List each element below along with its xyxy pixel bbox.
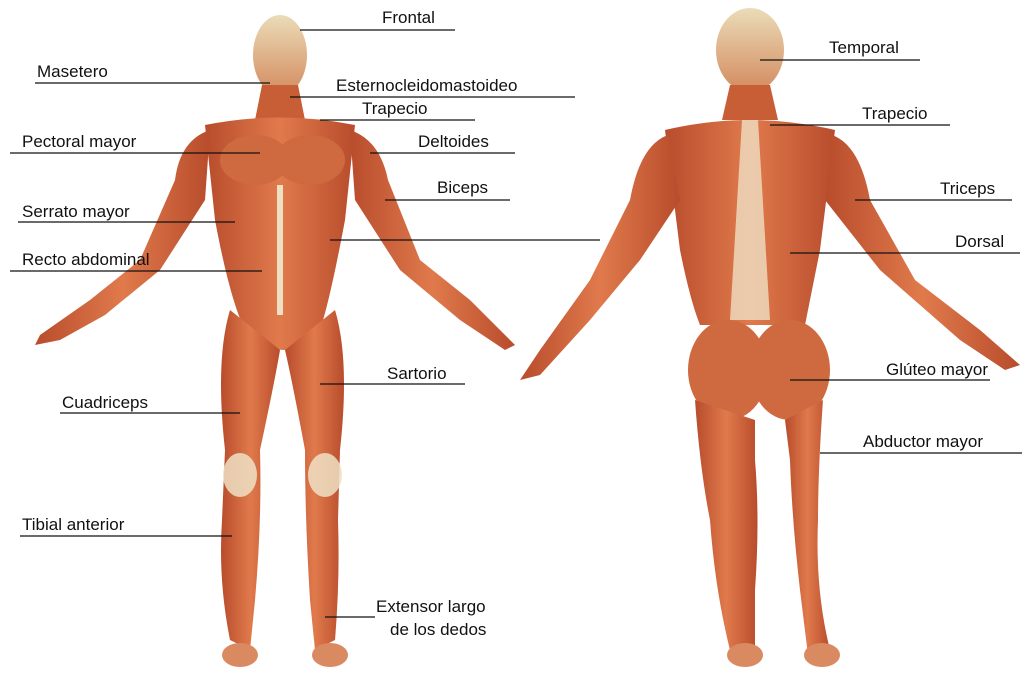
label-extensor-line2: de los dedos xyxy=(390,620,486,640)
back-arm-left xyxy=(520,135,680,380)
label-frontal: Frontal xyxy=(382,8,435,28)
back-head xyxy=(716,8,784,92)
front-neck xyxy=(255,85,305,120)
label-sartorio: Sartorio xyxy=(387,364,447,384)
label-dorsal: Dorsal xyxy=(955,232,1004,252)
front-figure xyxy=(35,15,515,667)
back-foot-right xyxy=(804,643,840,667)
front-knee-right xyxy=(308,453,342,497)
label-masetero: Masetero xyxy=(37,62,108,82)
label-abductor-mayor: Abductor mayor xyxy=(863,432,983,452)
front-foot-right xyxy=(312,643,348,667)
back-leg-right xyxy=(785,400,830,655)
label-recto-abdominal: Recto abdominal xyxy=(22,250,150,270)
front-linea-alba xyxy=(277,185,283,315)
label-cuadriceps: Cuadriceps xyxy=(62,393,148,413)
label-triceps: Triceps xyxy=(940,179,995,199)
label-gluteo-mayor: Glúteo mayor xyxy=(886,360,988,380)
label-temporal: Temporal xyxy=(829,38,899,58)
back-leg-left xyxy=(695,400,758,655)
label-biceps: Biceps xyxy=(437,178,488,198)
back-foot-left xyxy=(727,643,763,667)
label-esternocleidomastoideo: Esternocleidomastoideo xyxy=(336,76,517,96)
front-pectoral-right xyxy=(275,135,345,185)
label-trapecio-back: Trapecio xyxy=(862,104,928,124)
front-knee-left xyxy=(223,453,257,497)
front-foot-left xyxy=(222,643,258,667)
back-figure xyxy=(520,8,1020,667)
front-arm-left xyxy=(35,130,210,345)
label-deltoides: Deltoides xyxy=(418,132,489,152)
label-pectoral-mayor: Pectoral mayor xyxy=(22,132,136,152)
label-extensor-line1: Extensor largo xyxy=(376,597,486,617)
back-neck xyxy=(722,85,778,120)
label-tibial-anterior: Tibial anterior xyxy=(22,515,124,535)
label-trapecio-front: Trapecio xyxy=(362,99,428,119)
label-serrato-mayor: Serrato mayor xyxy=(22,202,130,222)
